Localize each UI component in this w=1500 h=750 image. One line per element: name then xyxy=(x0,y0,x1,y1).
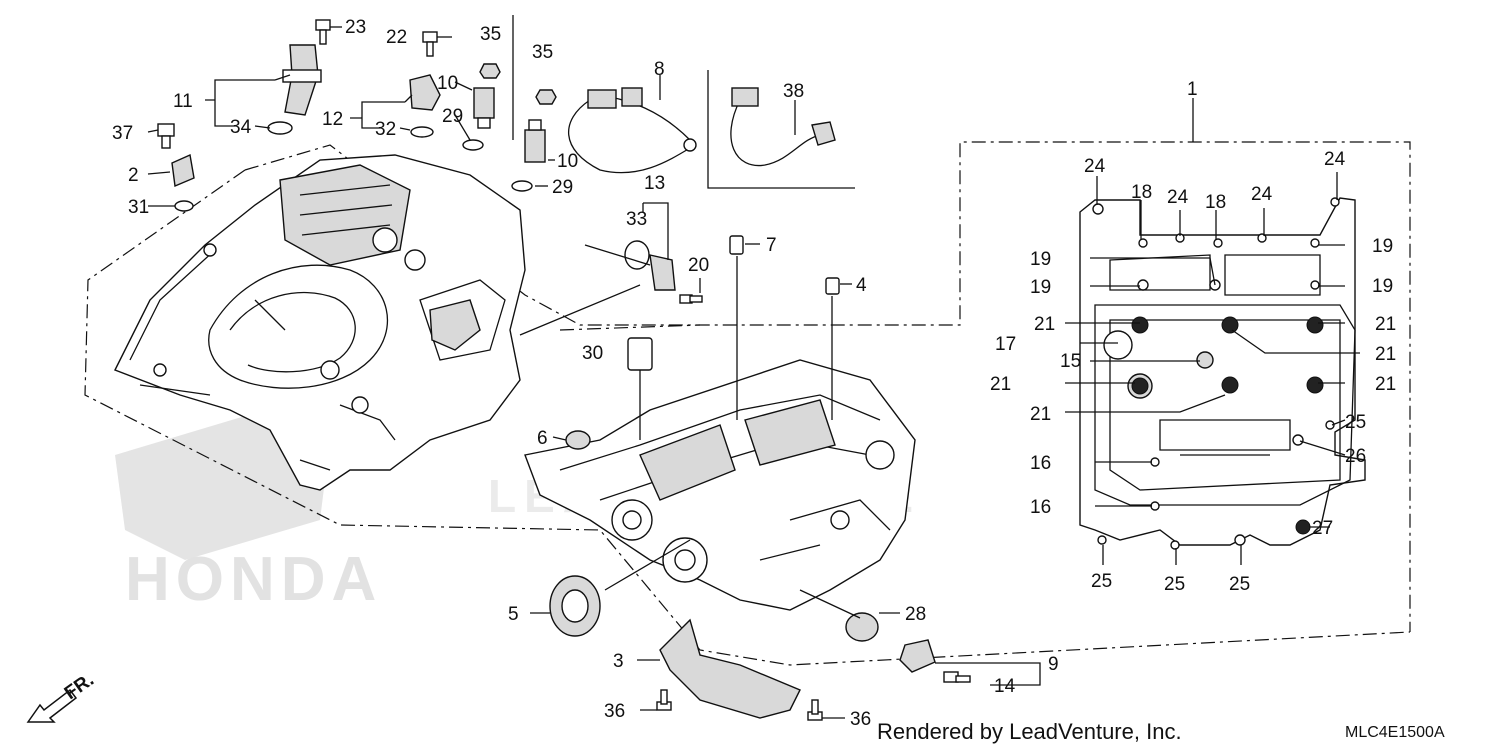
callout-20: 20 xyxy=(688,255,709,276)
callout-11: 11 xyxy=(173,91,193,112)
small-parts xyxy=(157,19,971,721)
callout-24: 24 xyxy=(1251,184,1273,205)
upper-crankcase xyxy=(114,154,526,491)
callout-32: 32 xyxy=(375,119,396,140)
footer-credit: Rendered by LeadVenture, Inc. xyxy=(877,719,1182,744)
callout-15: 15 xyxy=(1060,351,1081,372)
callout-24: 24 xyxy=(1324,149,1346,170)
callout-2: 2 xyxy=(128,165,139,186)
callout-6: 6 xyxy=(537,428,548,449)
callout-1: 1 xyxy=(1187,79,1198,100)
callout-22: 22 xyxy=(386,27,407,48)
callout-33: 33 xyxy=(626,209,647,230)
callout-16: 16 xyxy=(1030,497,1051,518)
callout-5: 5 xyxy=(508,604,519,625)
callout-35: 35 xyxy=(480,24,501,45)
callout-18: 18 xyxy=(1131,182,1152,203)
callout-24: 24 xyxy=(1167,187,1189,208)
callout-21: 21 xyxy=(1375,344,1396,365)
callout-38: 38 xyxy=(783,81,804,102)
callout-3: 3 xyxy=(613,651,624,672)
callout-35: 35 xyxy=(532,42,553,63)
callout-25: 25 xyxy=(1345,412,1366,433)
callout-28: 28 xyxy=(905,604,926,625)
callout-29: 29 xyxy=(442,106,463,127)
callout-16: 16 xyxy=(1030,453,1051,474)
callout-19: 19 xyxy=(1030,277,1051,298)
callout-14: 14 xyxy=(994,676,1016,697)
callout-10: 10 xyxy=(557,151,578,172)
callout-10: 10 xyxy=(437,73,458,94)
callout-24: 24 xyxy=(1084,156,1106,177)
callout-21: 21 xyxy=(1375,374,1396,395)
callout-9: 9 xyxy=(1048,654,1059,675)
callout-27: 27 xyxy=(1312,518,1333,539)
callout-21: 21 xyxy=(1030,404,1051,425)
sensor-group-frame xyxy=(707,70,855,189)
callout-19: 19 xyxy=(1372,236,1393,257)
lower-crankcase xyxy=(524,359,916,611)
callout-18: 18 xyxy=(1205,192,1226,213)
callout-37: 37 xyxy=(112,123,133,144)
callout-34: 34 xyxy=(230,117,252,138)
callout-25: 25 xyxy=(1091,571,1112,592)
callout-36: 36 xyxy=(850,709,871,730)
callout-7: 7 xyxy=(766,235,777,256)
callout-26: 26 xyxy=(1345,446,1366,467)
callout-29: 29 xyxy=(552,177,573,198)
callout-12: 12 xyxy=(322,109,343,130)
front-direction-arrow-icon: FR. xyxy=(26,669,98,723)
callout-8: 8 xyxy=(654,59,665,80)
callout-25: 25 xyxy=(1164,574,1185,595)
callout-31: 31 xyxy=(128,197,149,218)
callout-labels: 23 22 35 35 8 38 1 11 34 12 32 10 29 10 … xyxy=(112,17,1396,730)
honda-watermark-text: HONDA xyxy=(125,545,382,614)
footer-diagram-code: MLC4E1500A xyxy=(1345,724,1445,741)
crankcase-top-view xyxy=(1079,197,1366,550)
honda-watermark: HONDA xyxy=(115,410,382,614)
leader-lines xyxy=(147,26,1360,719)
callout-21: 21 xyxy=(1034,314,1055,335)
callout-19: 19 xyxy=(1372,276,1393,297)
callout-21: 21 xyxy=(1375,314,1396,335)
callout-19: 19 xyxy=(1030,249,1051,270)
callout-17: 17 xyxy=(995,334,1016,355)
callout-4: 4 xyxy=(856,275,867,296)
callout-13: 13 xyxy=(644,173,665,194)
callout-21: 21 xyxy=(990,374,1011,395)
callout-25: 25 xyxy=(1229,574,1250,595)
callout-30: 30 xyxy=(582,343,603,364)
callout-36: 36 xyxy=(604,701,625,722)
callout-23: 23 xyxy=(345,17,366,38)
